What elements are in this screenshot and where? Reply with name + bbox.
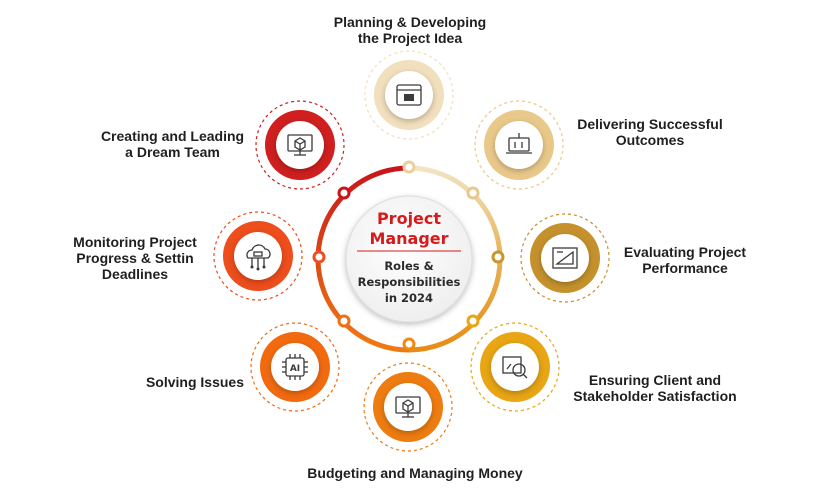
- satellite-dashed-ring: [470, 322, 560, 412]
- role-label-line: Deadlines: [101, 266, 169, 282]
- role-label-line: Progress & Settin: [76, 250, 194, 266]
- monitor-cube-icon: [395, 396, 421, 418]
- center-sub-line2: Responsibilities: [358, 275, 461, 289]
- ring-node: [312, 250, 326, 264]
- role-label-line: Ensuring Client and: [588, 372, 722, 388]
- role-label-line: Performance: [642, 260, 728, 276]
- satellite-dashed-ring: [250, 322, 340, 412]
- role-label-line: the Project Idea: [357, 30, 463, 46]
- center-title-line2: Manager: [369, 229, 448, 248]
- satellite-dashed-ring: [474, 100, 564, 190]
- laptop-circuit-icon: [506, 133, 532, 154]
- blueprint-icon: [552, 247, 578, 269]
- role-satellite: [474, 100, 564, 190]
- ring-node: [402, 337, 416, 351]
- role-label-ensuring: Ensuring Client and Stakeholder Satisfac…: [560, 372, 750, 404]
- satellite-dashed-ring: [363, 362, 453, 452]
- role-label-budgeting: Budgeting and Managing Money: [290, 465, 540, 481]
- center-sub-line1: Roles &: [384, 259, 433, 273]
- ring-node: [466, 314, 480, 328]
- satellite-icon-disc: [271, 343, 319, 391]
- role-label-line: Monitoring Project: [73, 234, 197, 250]
- ring-node: [491, 250, 505, 264]
- cloud-database-icon: [246, 244, 271, 271]
- role-satellites: AI: [213, 50, 610, 452]
- role-label-line: Creating and Leading: [100, 128, 245, 144]
- role-label-line: Planning & Developing: [333, 14, 487, 30]
- ring-node: [466, 186, 480, 200]
- satellite-dashed-ring: [213, 211, 303, 301]
- ring-nodes: [312, 160, 505, 351]
- role-label-line: Outcomes: [615, 132, 685, 148]
- role-label-delivering: Delivering Successful Outcomes: [560, 116, 740, 148]
- center-title-line1: Project: [377, 209, 441, 228]
- role-label-line: Budgeting and Managing Money: [307, 465, 523, 481]
- role-satellite: [364, 50, 454, 140]
- role-label-line: Solving Issues: [145, 374, 245, 390]
- satellite-dashed-ring: [520, 213, 610, 303]
- role-label-line: Delivering Successful: [577, 116, 723, 132]
- role-label-line: Stakeholder Satisfaction: [573, 388, 737, 404]
- role-label-line: a Dream Team: [125, 144, 220, 160]
- role-satellite: [470, 322, 560, 412]
- satellite-dashed-ring: [364, 50, 454, 140]
- satellite-icon-disc: [495, 121, 543, 169]
- role-satellite: [255, 100, 345, 190]
- role-satellite: AI: [250, 322, 340, 412]
- role-label-solving: Solving Issues: [130, 374, 260, 390]
- role-label-creating: Creating and Leading a Dream Team: [85, 128, 260, 160]
- satellite-dashed-ring: [255, 100, 345, 190]
- ring-node: [337, 186, 351, 200]
- svg-text:AI: AI: [290, 364, 300, 374]
- ring-node: [337, 314, 351, 328]
- ai-chip-icon: AI: [282, 354, 308, 380]
- role-satellite: [213, 211, 303, 301]
- center-sub-line3: in 2024: [385, 291, 433, 305]
- role-satellite: [520, 213, 610, 303]
- browser-window-icon: [396, 84, 422, 106]
- role-label-line: Evaluating Project: [623, 244, 747, 260]
- satellite-icon-disc: [491, 343, 539, 391]
- ring-node: [402, 160, 416, 174]
- role-label-monitoring: Monitoring Project Progress & Settin Dea…: [60, 234, 210, 282]
- center-badge: [345, 195, 473, 323]
- monitor-cube-icon: [287, 134, 313, 156]
- role-satellite: [363, 362, 453, 452]
- chart-magnifier-icon: [502, 356, 528, 379]
- role-label-planning: Planning & Developing the Project Idea: [300, 14, 520, 46]
- role-label-evaluating: Evaluating Project Performance: [605, 244, 765, 276]
